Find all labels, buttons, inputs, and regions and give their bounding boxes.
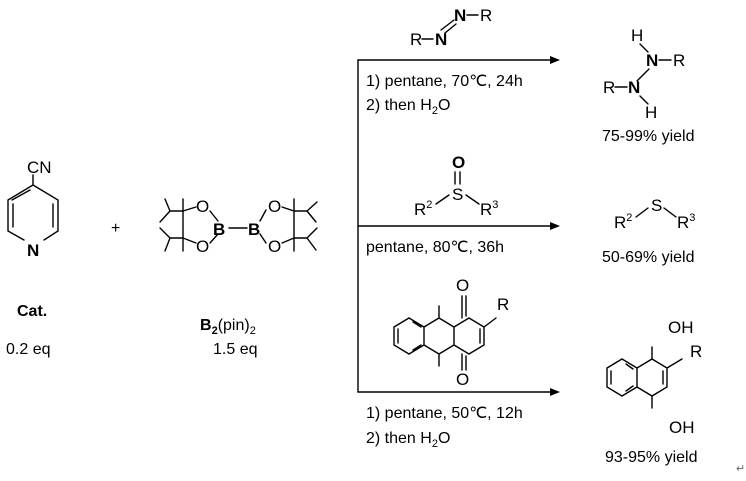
sulfide-r2: R2	[614, 212, 632, 232]
catalyst-equiv: 0.2 eq	[6, 341, 50, 358]
reaction-1-product: H N R R N H	[603, 26, 685, 122]
sulfide-r3: R3	[677, 212, 695, 232]
hydrazine-r-left: R	[603, 78, 615, 97]
boron-atom-1: B	[213, 220, 225, 239]
oxygen-4: O	[268, 237, 281, 256]
oxygen-2: O	[196, 237, 209, 256]
reaction-1-condition-2: 2) then H2O	[366, 97, 450, 117]
hydrazine-n-bottom: N	[628, 78, 640, 97]
cn-label: CN	[27, 158, 52, 177]
pyridine-nitrogen: N	[27, 241, 39, 260]
reaction-3-reactant: O O R	[393, 276, 509, 389]
arrow-2-head	[550, 222, 560, 230]
arrow-1-head	[550, 56, 560, 64]
sulfoxide-bonds	[435, 194, 480, 205]
catalyst-ring-inner-bonds	[11, 189, 54, 228]
sulfoxide-r3: R3	[480, 199, 498, 219]
hydrazine-h-top: H	[631, 26, 643, 45]
azo-r-left: R	[410, 30, 422, 49]
reaction-3-condition-1: 1) pentane, 50℃, 12h	[366, 405, 523, 422]
reaction-2-reactant: O S R2 R3	[414, 153, 498, 219]
azo-r-right: R	[480, 6, 492, 25]
hydrazine-bond-h-bottom	[639, 95, 649, 105]
diol-oh-bottom: OH	[669, 418, 695, 437]
reaction-2-condition: pentane, 80℃, 36h	[366, 239, 504, 256]
paragraph-mark: ↵	[736, 463, 745, 475]
sulfide-bonds	[635, 207, 677, 218]
right-pinacol-bonds	[259, 198, 318, 252]
plus-sign: +	[111, 220, 120, 237]
sulfide-sulfur: S	[651, 196, 662, 215]
catalyst-ring-bonds	[7, 184, 59, 241]
arrow-3-head	[550, 388, 560, 396]
quinone-co-top	[461, 295, 467, 319]
reaction-1-condition-1: 1) pentane, 70℃, 24h	[366, 73, 523, 90]
b2pin2-equiv: 1.5 eq	[213, 341, 257, 358]
naphthalenediol-bonds	[606, 346, 683, 409]
diol-r: R	[690, 342, 702, 361]
azo-double-bond	[440, 19, 457, 34]
azo-n-right: N	[454, 6, 466, 25]
quinone-oxygen-bottom: O	[456, 370, 469, 389]
reaction-2-product: S R2 R3	[614, 196, 695, 232]
quinone-co-bottom	[461, 353, 467, 371]
hydrazine-n-top: N	[646, 51, 658, 70]
boron-atom-2: B	[248, 220, 260, 239]
diol-oh-top: OH	[668, 318, 694, 337]
naphthoquinone-bonds	[393, 305, 497, 367]
catalyst-label: Cat.	[17, 303, 47, 320]
branch-arrows	[357, 56, 560, 396]
reaction-2-yield: 50-69% yield	[602, 249, 695, 266]
hydrazine-n-n-bond	[636, 68, 650, 82]
oxygen-1: O	[196, 197, 209, 216]
hydrazine-bond-h-top	[639, 43, 649, 53]
b2pin2-structure: O O B B O O	[159, 197, 318, 256]
catalyst-structure: CN N	[7, 158, 59, 260]
hydrazine-r-right: R	[673, 51, 685, 70]
oxygen-3: O	[268, 197, 281, 216]
sulfoxide-oxygen: O	[452, 153, 465, 172]
sulfoxide-r2: R2	[414, 199, 432, 219]
reaction-3-product: OH OH R	[606, 318, 702, 437]
reaction-3-yield: 93-95% yield	[605, 449, 698, 466]
reaction-1-reactant: R N N R	[410, 6, 492, 49]
quinone-r: R	[497, 295, 509, 314]
reaction-1-yield: 75-99% yield	[602, 128, 695, 145]
b2pin2-label: B2(pin)2	[200, 317, 256, 337]
quinone-oxygen-top: O	[456, 276, 469, 295]
reaction-3-condition-2: 2) then H2O	[366, 430, 450, 450]
azo-n-left: N	[435, 30, 447, 49]
s-o-double-bond	[454, 171, 461, 185]
hydrazine-h-bottom: H	[645, 103, 657, 122]
left-pinacol-bonds	[159, 198, 219, 252]
sulfoxide-sulfur: S	[452, 185, 463, 204]
